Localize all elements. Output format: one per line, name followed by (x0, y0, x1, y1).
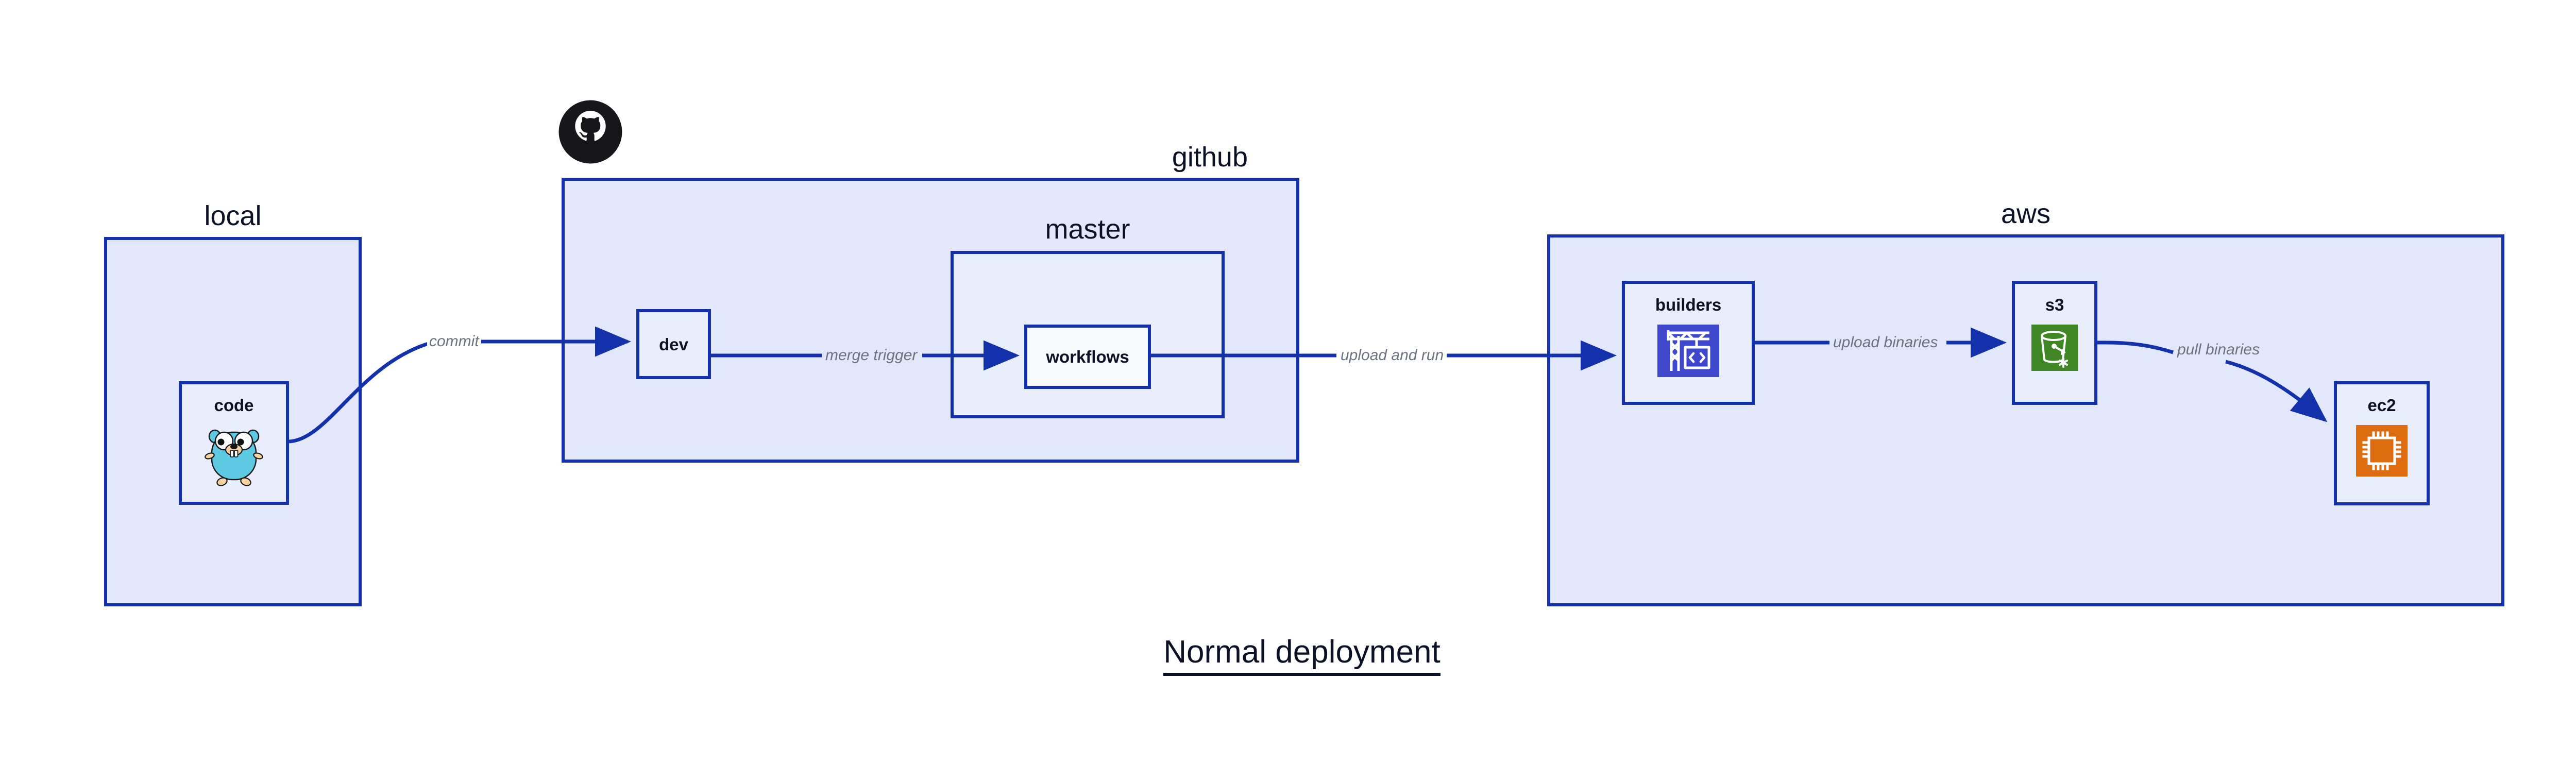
edge-label-pull-binaries: pull binaries (2175, 342, 2262, 358)
edge-label-commit: commit (427, 334, 481, 349)
aws-codebuild-crane-icon (1657, 325, 1719, 377)
node-builders[interactable]: builders (1622, 281, 1755, 405)
node-label-dev: dev (659, 334, 688, 354)
edge-label-upload-binaries: upload binaries (1831, 335, 1940, 350)
node-code[interactable]: code (179, 381, 289, 505)
aws-s3-bucket-icon (2031, 325, 2078, 371)
github-octocat-logo (558, 100, 622, 164)
group-label-local: local (204, 200, 262, 231)
group-label-master: master (1045, 214, 1130, 245)
aws-ec2-chip-icon (2356, 425, 2408, 477)
node-label-ec2: ec2 (2367, 396, 2396, 415)
node-label-code: code (214, 396, 254, 415)
node-ec2[interactable]: ec2 (2334, 381, 2430, 505)
node-label-workflows: workflows (1046, 347, 1129, 366)
group-label-aws: aws (2001, 198, 2051, 229)
group-label-github: github (1172, 142, 1248, 173)
go-gopher-icon (205, 429, 263, 486)
diagram-title: Normal deployment (0, 634, 2576, 676)
node-s3[interactable]: s3 (2012, 281, 2097, 405)
edge-label-upload-and-run: upload and run (1338, 348, 1446, 363)
diagram-title-text: Normal deployment (1163, 634, 1440, 676)
node-label-s3: s3 (2045, 295, 2064, 314)
node-workflows[interactable]: workflows (1024, 325, 1151, 389)
node-label-builders: builders (1655, 295, 1722, 314)
edge-label-merge-trigger: merge trigger (823, 348, 920, 363)
node-dev[interactable]: dev (636, 309, 711, 379)
